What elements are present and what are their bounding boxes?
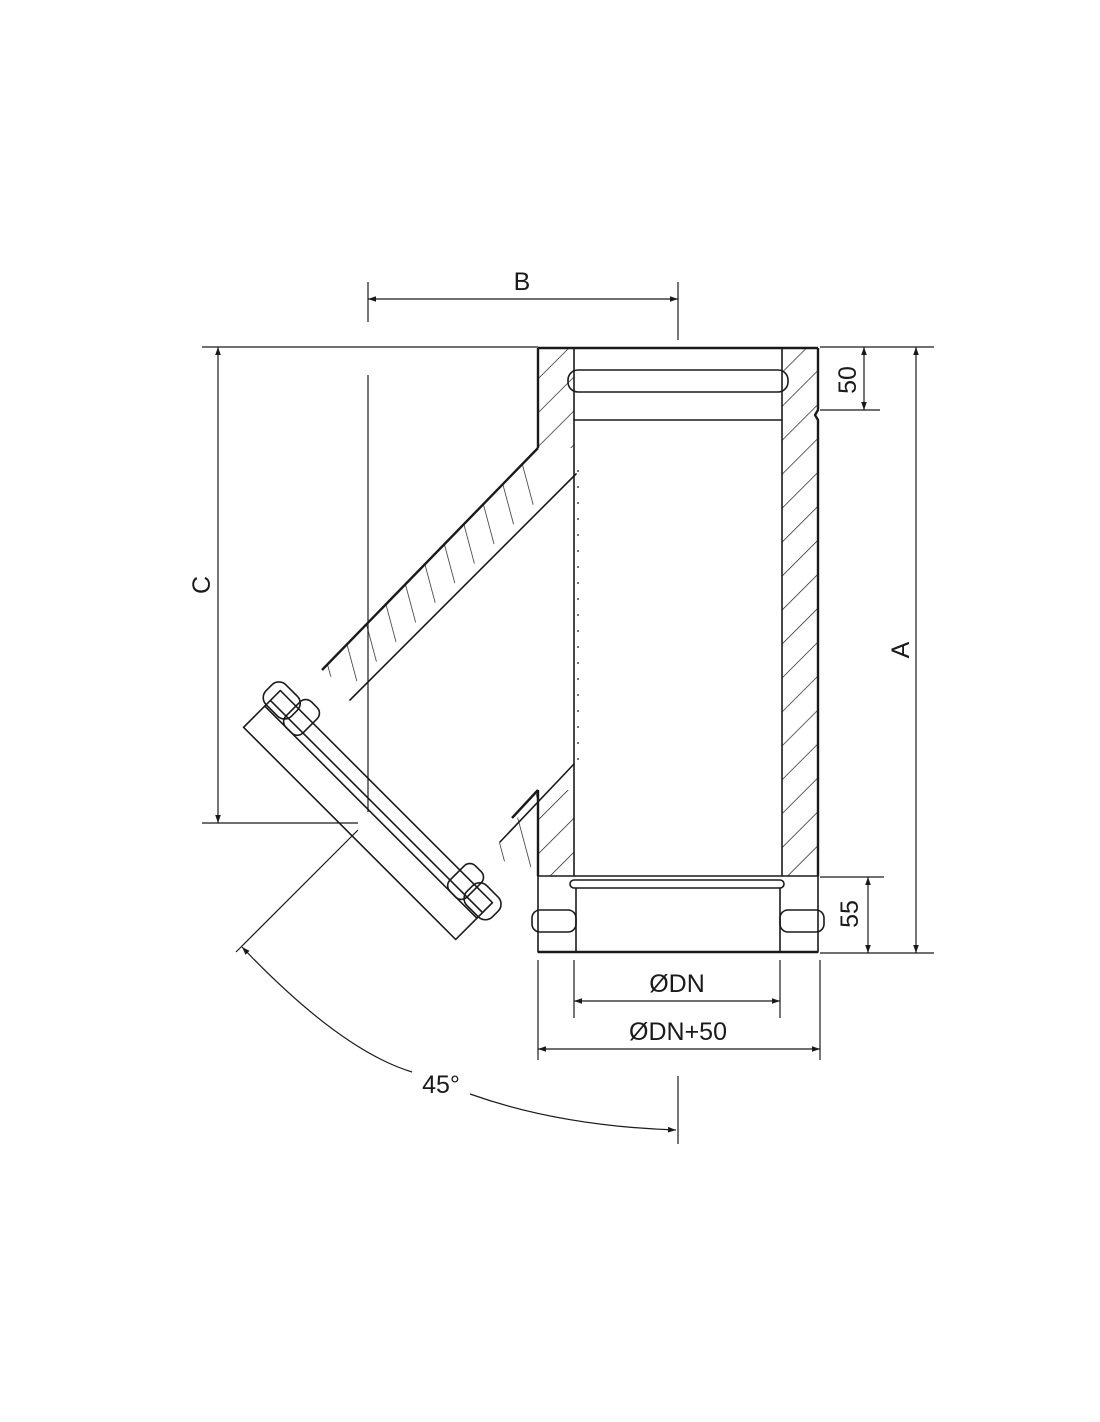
- branch-inner-upper: [349, 473, 577, 701]
- dimension-lines: [202, 282, 934, 1144]
- branch-socket-ring-top-2: [282, 698, 321, 737]
- branch-socket-ring-bottom-2: [446, 862, 485, 901]
- branch-socket-ring-top: [262, 681, 302, 720]
- dimension-labels: B C A 50 55 ØDN ØDN+50 45°: [188, 268, 915, 1099]
- label-c: C: [188, 576, 216, 594]
- label-b: B: [514, 268, 531, 296]
- branch-socket-body: [242, 689, 494, 941]
- right-wall-hatch: [782, 348, 818, 876]
- angle-arc: [241, 946, 413, 1073]
- label-a: A: [887, 641, 915, 658]
- branch-lower-hatch: [494, 790, 538, 878]
- bottom-collar-ring-inner: [569, 879, 785, 889]
- branch-outer-upper: [321, 447, 539, 671]
- left-wall-bottom-hatch: [538, 790, 574, 876]
- label-dn: ØDN: [649, 970, 705, 998]
- branch-inner-lower: [499, 763, 575, 843]
- label-dn-plus-50: ØDN+50: [629, 1018, 727, 1046]
- branch-outer-lower: [511, 789, 539, 819]
- branch-socket-ring-bottom: [463, 881, 502, 921]
- main-pipe: [531, 346, 825, 954]
- outer-right: [813, 348, 820, 876]
- branch-upper-hatch: [322, 448, 538, 690]
- label-45-deg: 45°: [422, 1071, 460, 1099]
- branch-socket-inner-2: [263, 705, 478, 920]
- left-wall-top-hatch: [538, 348, 574, 448]
- label-50: 50: [834, 366, 862, 394]
- branch-pipe: [242, 447, 577, 941]
- branch-socket: [242, 681, 502, 941]
- angle-branch-axis: [235, 829, 359, 953]
- branch-socket-inner: [269, 699, 484, 914]
- label-55: 55: [836, 900, 864, 928]
- angle-arc-2: [469, 1093, 677, 1133]
- top-collar-ring: [567, 369, 789, 393]
